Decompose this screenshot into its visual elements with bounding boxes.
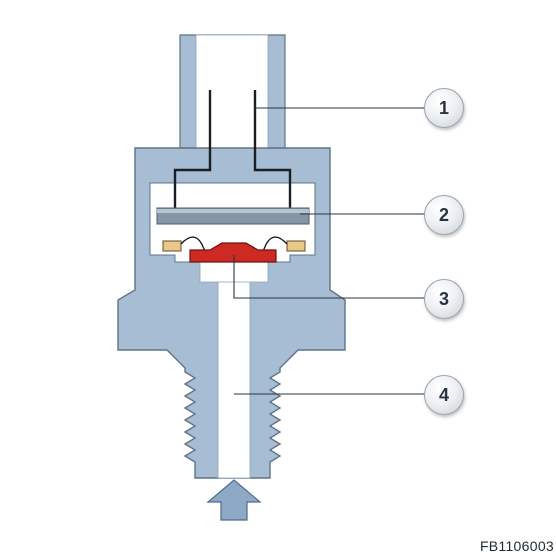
pressure-arrow [206,479,262,521]
connector-inner [195,34,269,149]
bond-wire-left [180,236,206,253]
wire-left [173,90,212,210]
callout-number-3: 3 [438,288,449,309]
callout-4: 4 [424,375,464,415]
electronics-board-highlight [157,209,309,213]
callout-3: 3 [424,279,464,319]
leader-lines [233,107,426,395]
steel-diaphragm [189,242,277,263]
callout-2: 2 [424,195,464,235]
bond-wire-right [262,236,288,253]
callout-number-2: 2 [438,204,449,225]
leader-line-3 [233,255,426,299]
callout-number-1: 1 [438,97,449,118]
callout-1: 1 [424,88,464,128]
figure-code: FB1106003 [479,538,554,554]
contact-left [162,240,182,252]
contact-right [286,240,306,252]
pressure-channel-bore [217,279,251,479]
callout-number-4: 4 [438,384,449,405]
wire-right [253,90,292,210]
